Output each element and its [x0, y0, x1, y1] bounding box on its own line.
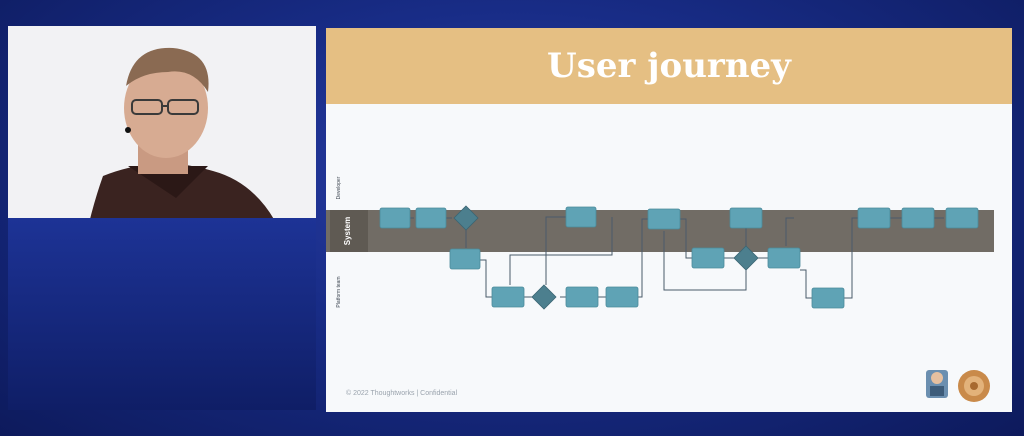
lane-label-platform-team: Platform team: [336, 276, 342, 307]
step-box: [857, 207, 891, 229]
decision-diamond: [453, 205, 479, 231]
step-box: [379, 207, 411, 229]
process-steps: [379, 206, 979, 309]
step-box: [767, 247, 801, 269]
lane-label-developer: Developer: [336, 176, 342, 199]
presentation-slide: User journey System Developer Platform t…: [326, 28, 1012, 412]
step-box: [565, 286, 599, 308]
step-box: [691, 247, 725, 269]
lane-label-system: System: [343, 217, 352, 245]
decision-diamond: [733, 245, 759, 271]
slide-title: User journey: [547, 46, 791, 86]
user-journey-diagram: System Developer Platform team: [326, 176, 994, 310]
step-box: [811, 287, 845, 309]
stage-floor: [8, 218, 316, 410]
decision-gateways: [453, 205, 759, 310]
step-box: [565, 206, 597, 228]
developer-and-snail-logo: [926, 370, 990, 402]
step-box: [647, 208, 681, 230]
decision-diamond: [531, 284, 557, 310]
step-box: [901, 207, 935, 229]
slide-footer: © 2022 Thoughtworks | Confidential: [346, 390, 458, 397]
step-box: [605, 286, 639, 308]
step-box: [945, 207, 979, 229]
speaker-video: [8, 26, 316, 410]
system-lane-header: [330, 210, 368, 252]
step-box: [729, 207, 763, 229]
step-box: [491, 286, 525, 308]
slide-header: User journey: [326, 28, 1012, 104]
step-box: [415, 207, 447, 229]
step-box: [449, 248, 481, 270]
